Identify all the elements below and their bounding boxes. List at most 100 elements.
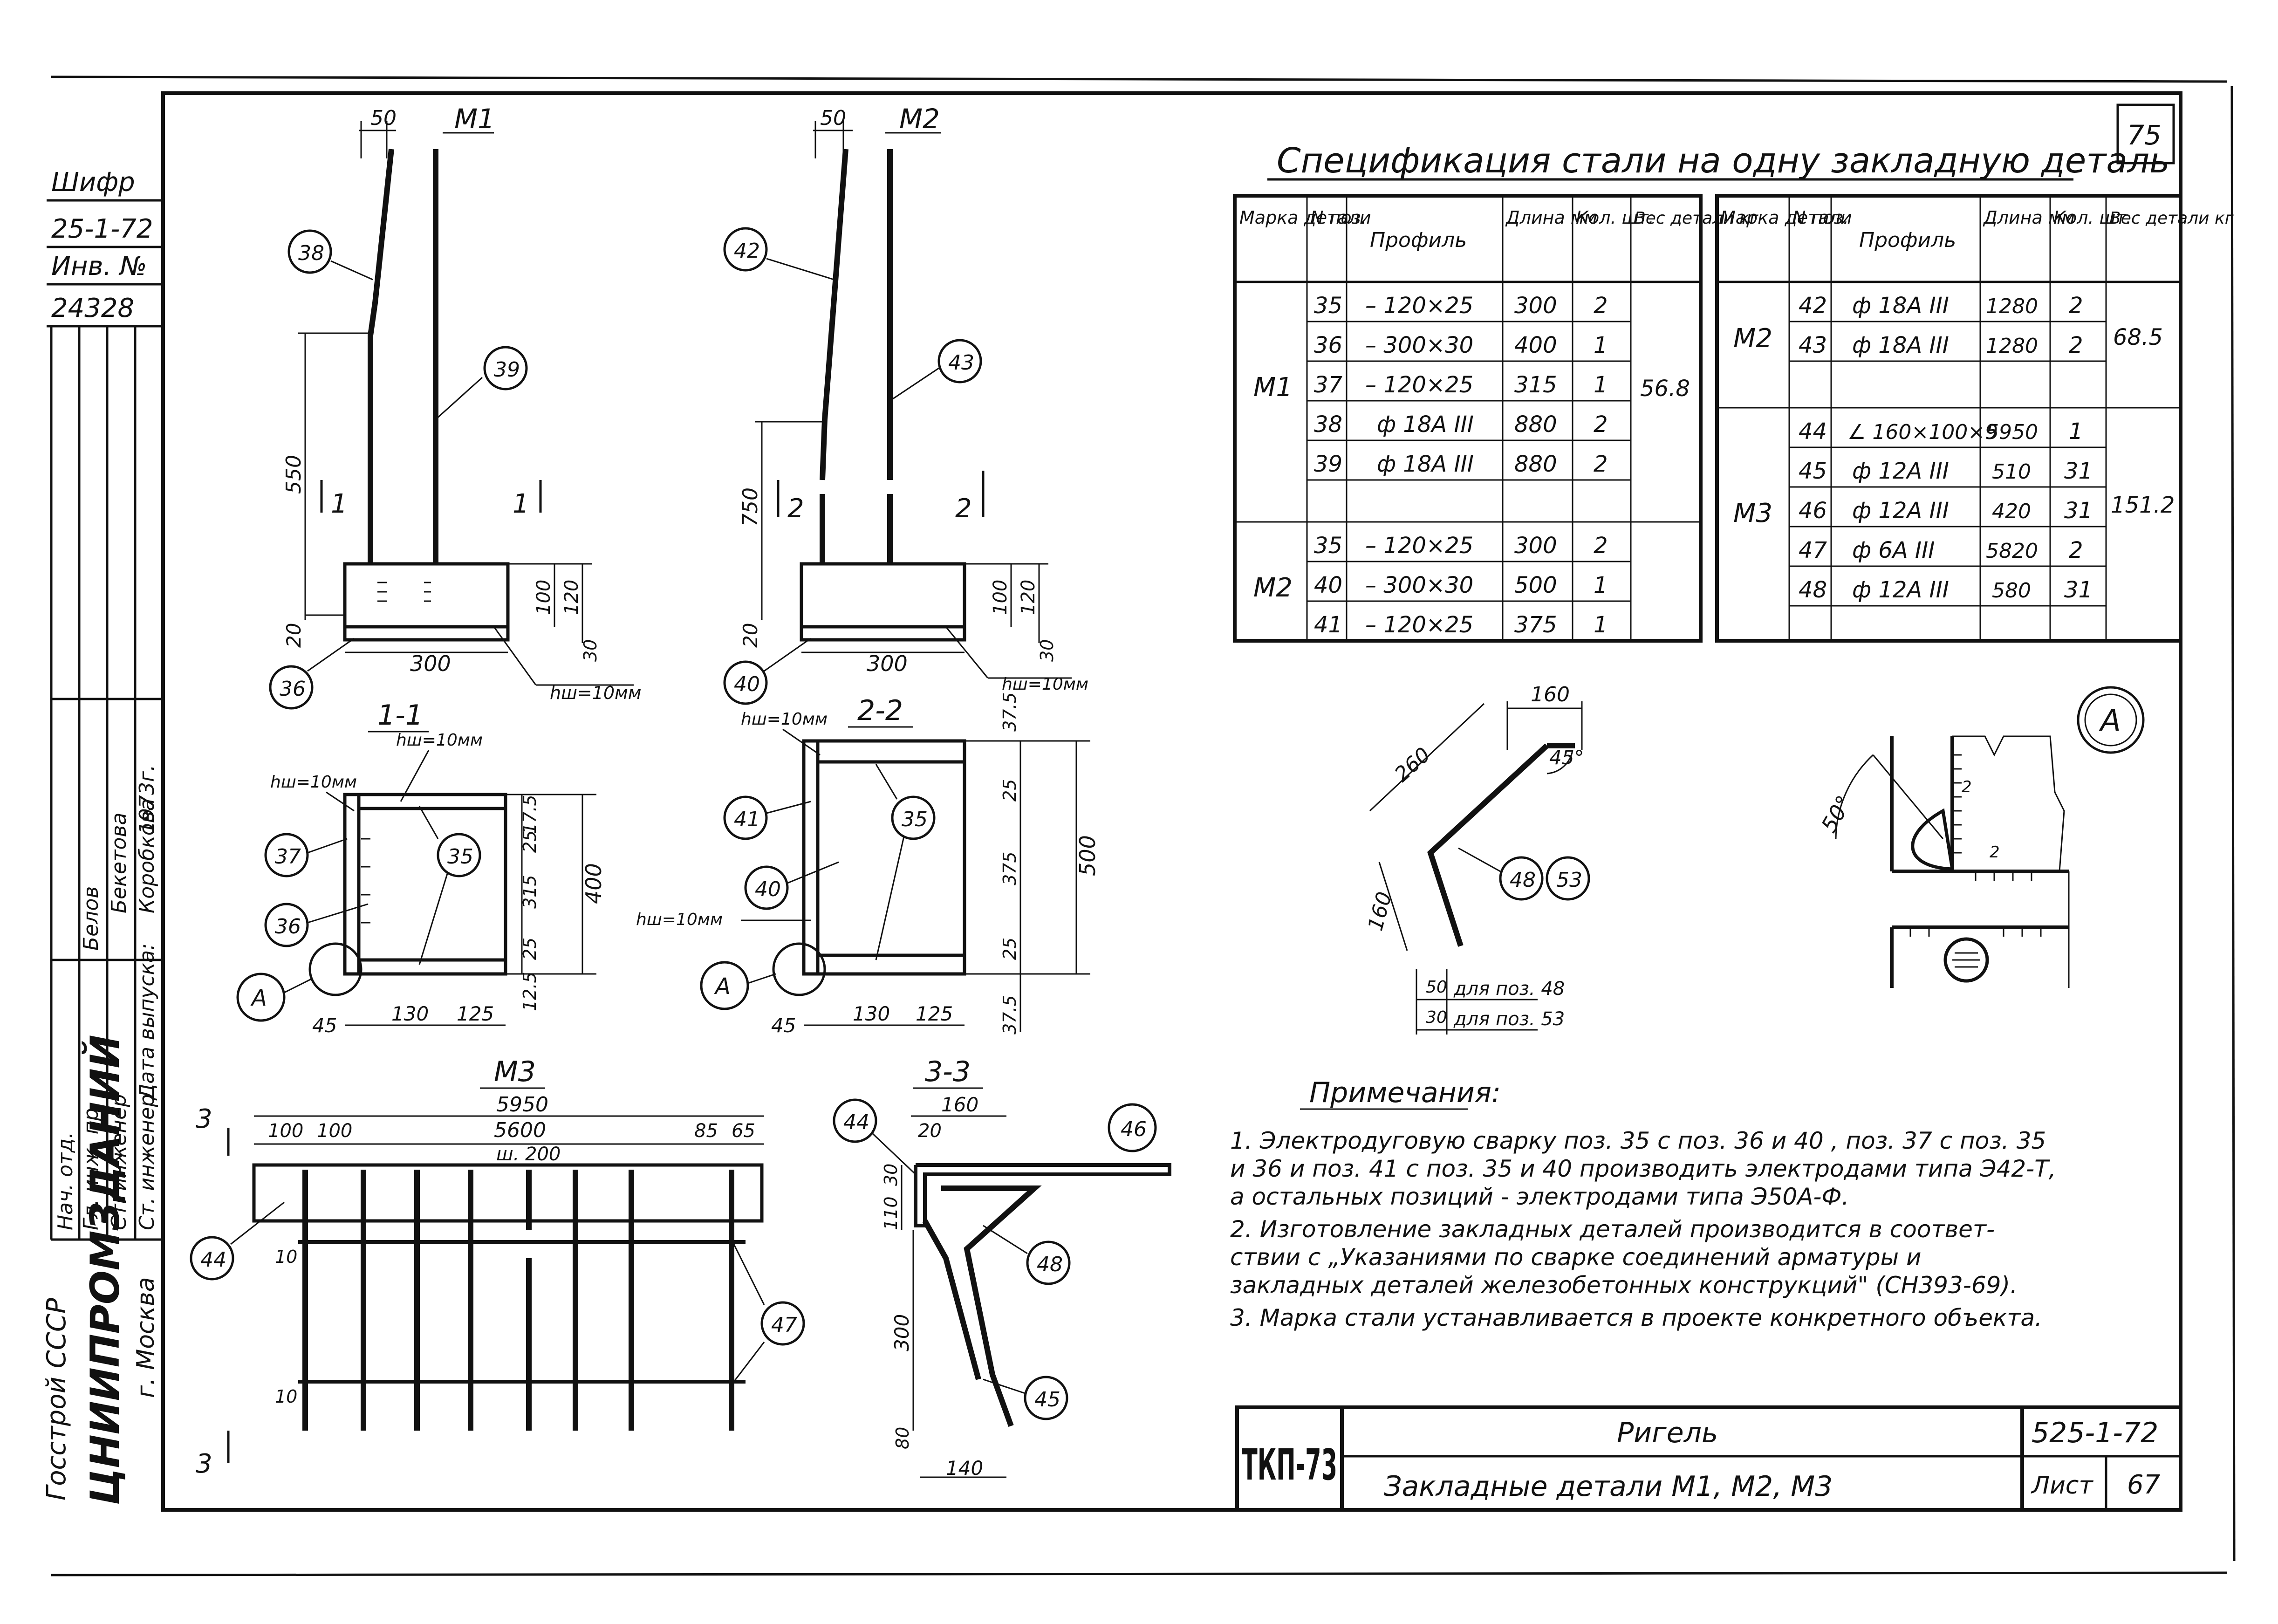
lt-h-profile: Профиль xyxy=(1370,228,1467,252)
svg-text:300: 300 xyxy=(890,1314,913,1351)
svg-text:20: 20 xyxy=(739,623,762,648)
svg-text:160: 160 xyxy=(1531,683,1570,706)
plate-36 xyxy=(343,562,510,629)
svg-text:– 120×25: – 120×25 xyxy=(1365,372,1473,398)
svg-text:ф 18А III: ф 18А III xyxy=(1852,293,1949,319)
svg-text:46: 46 xyxy=(1799,498,1827,524)
svg-text:– 300×30: – 300×30 xyxy=(1365,572,1473,598)
lt-h-pos: N поз. xyxy=(1310,207,1367,228)
svg-text:12.5: 12.5 xyxy=(520,972,540,1011)
top-scan-edge xyxy=(51,75,2228,83)
org-line-1: Госстрой СССР xyxy=(41,1298,72,1501)
lt-h-length: Длина мм xyxy=(1505,207,1597,228)
detail-a-title: А xyxy=(2099,704,2121,738)
section-2-2: 2-2 37.5 25 375 25 37.5 500 45 130 125 h… xyxy=(636,692,1100,1037)
inv-value: 24328 xyxy=(51,293,134,323)
svg-text:30: 30 xyxy=(1426,1008,1447,1027)
svg-text:420: 420 xyxy=(1992,500,2031,523)
svg-text:44: 44 xyxy=(1799,418,1827,445)
sig-role-5: Дата выпуска: xyxy=(135,943,159,1101)
svg-text:∠ 160×100×9: ∠ 160×100×9 xyxy=(1847,420,1998,444)
sheet-label: Лист xyxy=(2031,1472,2093,1500)
svg-text:1: 1 xyxy=(331,489,348,519)
sig-name-4: Коробкова xyxy=(135,798,159,913)
title-block: ТКП-73 Ригель Закладные детали М1, М2, М… xyxy=(1235,1405,2182,1512)
svg-text:50: 50 xyxy=(820,106,846,130)
title-line-1: Ригель xyxy=(1617,1417,1718,1449)
lt-h-mark: Марка детали xyxy=(1239,207,1371,228)
svg-text:2: 2 xyxy=(955,493,972,524)
rt-h-profile: Профиль xyxy=(1859,228,1956,252)
svg-text:39: 39 xyxy=(494,358,520,382)
svg-text:50°: 50° xyxy=(1816,791,1857,837)
svg-text:ф 18А III: ф 18А III xyxy=(1377,451,1474,477)
callout-39: 39 xyxy=(435,346,528,420)
spec-title: Спецификация стали на одну закладную дет… xyxy=(1277,141,2170,181)
svg-text:2: 2 xyxy=(1962,778,1972,796)
svg-text:10: 10 xyxy=(275,1247,297,1267)
section-3-3: 3-3 160 20 30 110 300 80 140 44 46 48 xyxy=(833,1055,1171,1480)
svg-text:35: 35 xyxy=(447,845,473,869)
drawing-m3: М3 5950 100 100 5600 ш. 200 85 65 10 10 … xyxy=(190,1055,805,1479)
svg-text:А: А xyxy=(714,973,731,1000)
svg-text:120: 120 xyxy=(561,580,582,615)
callout-36-s11: 36 xyxy=(264,903,369,947)
svg-text:510: 510 xyxy=(1992,460,2031,484)
svg-text:130: 130 xyxy=(391,1002,429,1025)
callout-40-s22: 40 xyxy=(744,861,839,910)
sig-role-3: Ст. инженер xyxy=(107,1094,131,1230)
svg-text:25: 25 xyxy=(520,830,540,853)
svg-text:56.8: 56.8 xyxy=(1640,376,1690,402)
svg-text:20: 20 xyxy=(918,1120,942,1142)
rt-h-weight: Вес детали кг xyxy=(2109,209,2234,228)
svg-text:43: 43 xyxy=(1799,332,1827,358)
svg-text:1: 1 xyxy=(513,489,529,519)
svg-text:315: 315 xyxy=(520,875,540,909)
svg-text:300: 300 xyxy=(867,651,908,676)
svg-text:130: 130 xyxy=(853,1002,890,1025)
svg-text:ф 18А III: ф 18А III xyxy=(1377,411,1474,438)
svg-text:3: 3 xyxy=(196,1104,212,1134)
svg-text:400: 400 xyxy=(581,863,606,904)
main-frame xyxy=(161,91,2182,1512)
svg-text:30: 30 xyxy=(881,1164,901,1186)
svg-text:50: 50 xyxy=(370,106,397,130)
svg-text:36: 36 xyxy=(275,915,301,939)
section-1-1: 1-1 17.5 25 315 25 12.5 400 45 130 125 h… xyxy=(236,699,606,1037)
svg-text:2: 2 xyxy=(787,493,804,524)
svg-text:45: 45 xyxy=(312,1014,337,1037)
lt-row-3: М1 37 – 120×25 315 1 56.8 xyxy=(1253,372,1690,403)
note-line-3: а остальных позиций - электродами типа Э… xyxy=(1230,1183,1849,1210)
svg-text:400: 400 xyxy=(1514,332,1557,358)
svg-text:300: 300 xyxy=(410,651,451,676)
bar-38 xyxy=(368,149,394,615)
callout-36: 36 xyxy=(269,637,355,710)
lt-h-weight: Вес детали кг xyxy=(1634,209,1759,228)
svg-text:– 300×30: – 300×30 xyxy=(1365,332,1473,358)
doc-code: 525-1-72 xyxy=(2032,1417,2158,1449)
svg-text:2: 2 xyxy=(1594,411,1608,438)
svg-text:35: 35 xyxy=(1314,293,1342,319)
svg-text:260: 260 xyxy=(1390,743,1435,787)
callout-44-m3: 44 xyxy=(190,1201,285,1281)
svg-text:500: 500 xyxy=(1075,835,1100,876)
rt-h-mark: Марка детали xyxy=(1720,207,1852,228)
rt-row-8: 48 ф 12А III 580 31 xyxy=(1799,577,2093,603)
lt-row-5: 39 ф 18А III 880 2 xyxy=(1314,451,1608,477)
svg-text:37: 37 xyxy=(1314,372,1343,398)
lt-row-1: 35 – 120×25 300 2 xyxy=(1314,293,1608,319)
right-scan-edge xyxy=(2230,86,2236,1562)
sig-name-3: Бекетова xyxy=(107,813,131,913)
svg-text:580: 580 xyxy=(1992,579,2031,603)
svg-text:2: 2 xyxy=(2069,332,2083,358)
callout-48-s33: 48 xyxy=(983,1225,1071,1285)
svg-text:31: 31 xyxy=(2064,458,2093,484)
svg-text:hш=10мм: hш=10мм xyxy=(636,910,723,929)
svg-text:38: 38 xyxy=(298,241,324,265)
sig-role-4: Ст. инженер xyxy=(135,1094,159,1230)
note-line-6: закладных деталей железобетонных констру… xyxy=(1230,1272,2018,1299)
lt-row-2: 36 – 300×30 400 1 xyxy=(1314,332,1608,358)
rt-h-pos: N поз. xyxy=(1792,207,1849,228)
svg-text:315: 315 xyxy=(1514,372,1557,398)
